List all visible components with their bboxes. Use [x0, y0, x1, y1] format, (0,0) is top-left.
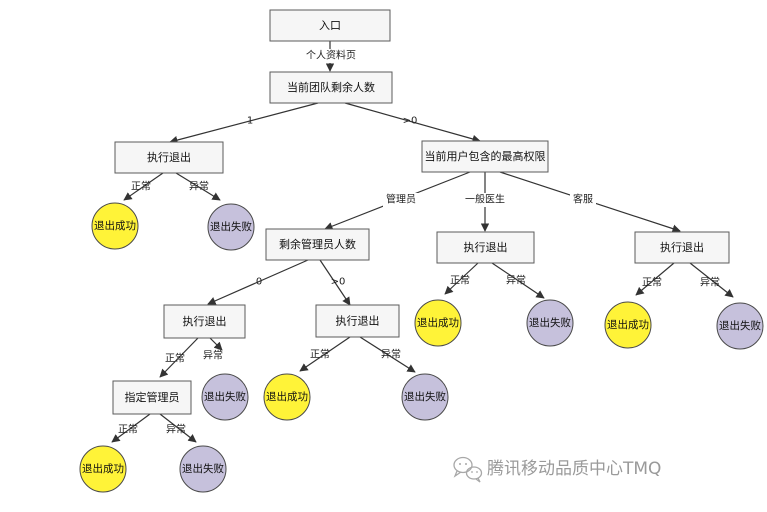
edge-label-abnormal-assign: 异常	[166, 423, 186, 436]
edge-label-abnormal-doctor: 异常	[506, 274, 526, 287]
edge-label-abnormal-more: 异常	[381, 348, 401, 361]
edge-label-zero: 0	[256, 277, 262, 288]
result-failure-admin-zero: 退出失败	[201, 373, 249, 421]
result-success-doctor: 退出成功	[414, 299, 462, 347]
edge-zero-abnormal	[209, 337, 223, 351]
node-entry: 入口	[269, 9, 391, 42]
result-failure-assign: 退出失败	[179, 445, 227, 493]
node-assign-admin-label: 指定管理员	[125, 390, 180, 404]
edge-service-abnormal	[689, 262, 734, 298]
node-remaining-admins: 剩余管理员人数	[265, 228, 370, 261]
wechat-icon	[453, 456, 483, 483]
result-success-admin-more-label: 退出成功	[266, 390, 308, 403]
node-exec-exit-service-label: 执行退出	[660, 240, 704, 254]
node-exec-exit-admin-more: 执行退出	[315, 304, 400, 338]
edge-assign-abnormal	[159, 413, 197, 443]
edge-label-gt-zero-admins: >0	[331, 277, 346, 288]
edge-more-normal	[299, 336, 351, 372]
node-exec-exit-doctor: 执行退出	[436, 231, 535, 264]
result-success-service-label: 退出成功	[607, 318, 649, 331]
edge-assign-normal	[111, 413, 151, 443]
edge-doctor-normal	[444, 262, 479, 295]
edge-label-normal-doctor: 正常	[450, 274, 470, 287]
edge-team-to-permission	[344, 102, 481, 143]
result-success-doctor-label: 退出成功	[417, 316, 459, 329]
edge-zero-normal	[159, 337, 199, 378]
edge-label-normal-1: 正常	[131, 180, 151, 193]
edge-label-profile-page: 个人资料页	[306, 49, 356, 62]
edge-admins-zero	[207, 259, 309, 305]
watermark-text: 腾讯移动品质中心TMQ	[487, 459, 661, 479]
edge-exec-exit-normal	[123, 172, 164, 201]
result-success-service: 退出成功	[604, 301, 652, 349]
result-failure-doctor: 退出失败	[526, 299, 574, 347]
node-team-remaining-label: 当前团队剩余人数	[287, 80, 375, 94]
edge-label-normal-service: 正常	[642, 276, 662, 289]
result-failure-admin-more: 退出失败	[401, 373, 449, 421]
result-success-admin-more: 退出成功	[263, 373, 311, 421]
edge-label-abnormal-service: 异常	[700, 276, 720, 289]
edge-admins-more	[319, 259, 351, 306]
edge-label-doctor: 一般医生	[465, 193, 505, 206]
edge-service-normal	[635, 262, 675, 296]
edge-label-normal-more: 正常	[310, 348, 330, 361]
result-failure-assign-label: 退出失败	[182, 462, 224, 475]
result-success-1: 退出成功	[91, 202, 139, 250]
node-exec-exit-single-label: 执行退出	[147, 150, 191, 164]
edge-doctor-abnormal	[491, 262, 545, 299]
edge-more-abnormal	[359, 336, 416, 373]
edge-team-to-exec-exit	[169, 102, 319, 145]
edge-labels: 个人资料页 1 >0 正常 异常 管理员 一般医生 客服 正常 异常 正常 异常…	[118, 49, 720, 436]
node-highest-permission: 当前用户包含的最高权限	[421, 140, 549, 173]
edge-label-service: 客服	[573, 193, 593, 206]
node-remaining-admins-label: 剩余管理员人数	[279, 237, 356, 251]
edge-exec-exit-abnormal	[175, 172, 221, 201]
edge-label-abnormal-1: 异常	[189, 180, 209, 193]
edge-label-normal-zero: 正常	[165, 352, 185, 365]
node-exec-exit-admin-zero: 执行退出	[163, 304, 246, 339]
edge-label-normal-assign: 正常	[118, 423, 138, 436]
node-entry-label: 入口	[319, 19, 341, 32]
edge-label-one: 1	[247, 116, 253, 127]
node-exec-exit-admin-more-label: 执行退出	[336, 314, 380, 328]
node-exec-exit-doctor-label: 执行退出	[464, 240, 508, 254]
result-success-assign: 退出成功	[79, 445, 127, 493]
result-failure-admin-more-label: 退出失败	[404, 390, 446, 403]
edge-label-admin: 管理员	[386, 193, 416, 206]
node-highest-permission-label: 当前用户包含的最高权限	[425, 149, 546, 163]
result-success-1-label: 退出成功	[94, 219, 136, 232]
result-failure-doctor-label: 退出失败	[529, 316, 571, 329]
result-success-assign-label: 退出成功	[82, 462, 124, 475]
result-failure-1: 退出失败	[207, 203, 255, 251]
edge-label-abnormal-zero: 异常	[203, 349, 223, 362]
edge-label-gt-zero: >0	[403, 116, 418, 127]
node-assign-admin: 指定管理员	[112, 380, 192, 415]
result-failure-service-label: 退出失败	[719, 319, 761, 332]
node-team-remaining: 当前团队剩余人数	[269, 71, 393, 104]
watermark: 腾讯移动品质中心TMQ	[453, 456, 661, 483]
node-exec-exit-admin-zero-label: 执行退出	[183, 314, 227, 328]
result-failure-1-label: 退出失败	[210, 220, 252, 233]
result-failure-admin-zero-label: 退出失败	[204, 390, 246, 403]
node-exec-exit-service: 执行退出	[634, 231, 730, 264]
result-failure-service: 退出失败	[716, 302, 764, 350]
node-exec-exit-single: 执行退出	[114, 141, 224, 174]
